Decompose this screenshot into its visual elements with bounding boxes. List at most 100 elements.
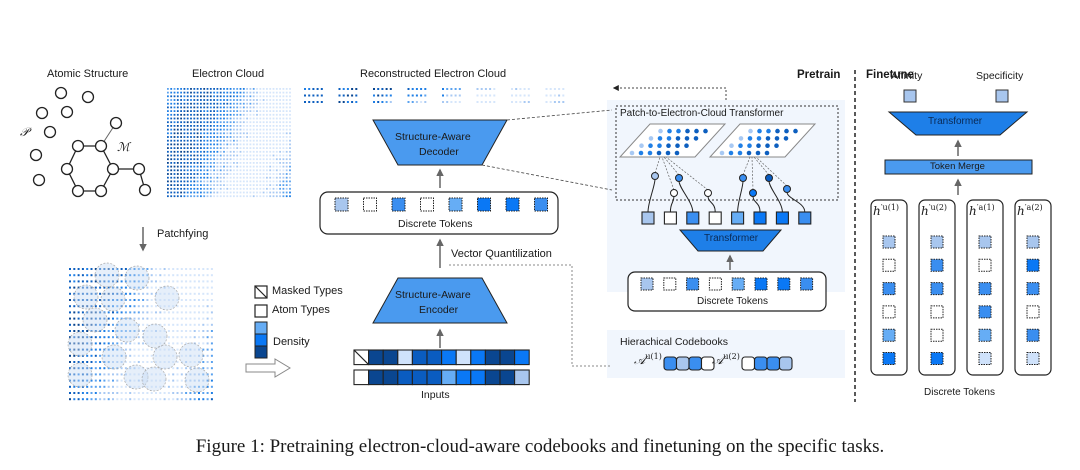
patched-dot: [69, 292, 71, 295]
cloud-dot: [216, 187, 219, 190]
patched-dot: [180, 398, 183, 401]
plane-dot: [648, 143, 653, 148]
column-token: [882, 328, 896, 342]
patched-dot: [77, 330, 80, 332]
patched-dot: [137, 336, 140, 339]
cloud-dot: [262, 88, 265, 90]
recon-dot: [545, 94, 548, 97]
plane-dot: [665, 150, 671, 156]
input-token-row2: [499, 369, 516, 386]
patched-dot: [206, 342, 209, 345]
cloud-dot: [275, 110, 278, 112]
atom-node: [138, 183, 152, 197]
cloud-dot: [269, 184, 272, 186]
patched-dot: [210, 280, 213, 283]
patched-dot: [155, 330, 157, 332]
patched-dot: [202, 361, 205, 363]
patched-dot: [137, 280, 140, 283]
cloud-dot: [193, 139, 196, 142]
plane-dot: [747, 143, 752, 148]
cloud-dot: [216, 162, 219, 164]
cloud-dot: [180, 88, 182, 90]
cloud-dot: [249, 95, 252, 98]
legend-density-light: [254, 321, 268, 335]
cloud-dot: [200, 128, 202, 131]
cloud-dot: [236, 147, 239, 149]
patched-dot: [120, 317, 123, 320]
cloud-dot: [246, 147, 248, 149]
cloud-dot: [176, 191, 179, 194]
cloud-dot: [216, 180, 219, 183]
patched-dot: [150, 361, 153, 363]
cloud-dot: [272, 132, 275, 135]
cloud-dot: [183, 165, 186, 168]
patched-dot: [159, 373, 162, 376]
electron-node: [783, 185, 791, 193]
plane-connector: [753, 156, 770, 176]
cloud-dot: [266, 102, 268, 105]
patched-dot: [133, 392, 136, 394]
recon-dot: [562, 94, 565, 97]
cloud-dot: [256, 136, 258, 138]
cloud-dot: [200, 191, 202, 194]
cloud-dot: [246, 110, 248, 112]
cloud-dot: [285, 187, 288, 190]
cloud-dot: [223, 91, 225, 94]
cloud-dot: [170, 99, 173, 101]
patched-dot: [116, 268, 119, 270]
cloud-dot: [279, 162, 281, 164]
patched-dot: [206, 292, 209, 295]
patched-dot: [90, 348, 93, 351]
input-token-row2: [441, 369, 457, 386]
plane-dot: [656, 150, 662, 156]
cloud-dot: [176, 95, 179, 98]
cloud-dot: [239, 121, 242, 124]
patched-dot: [129, 305, 132, 308]
patched-dot: [142, 317, 145, 320]
patched-dot: [81, 348, 84, 351]
patched-dot: [69, 385, 71, 388]
dashed-zoom-line-top: [506, 109, 613, 121]
cloud-dot: [249, 147, 252, 149]
patched-dot: [133, 317, 136, 320]
cloud-dot: [170, 187, 173, 190]
cloud-dot: [256, 102, 258, 105]
patched-dot: [103, 323, 106, 326]
cloud-dot: [206, 106, 209, 109]
patched-dot: [155, 336, 157, 339]
cloud-dot: [289, 150, 291, 153]
cloud-dot: [246, 113, 248, 116]
cloud-dot: [266, 165, 268, 168]
plane-dot: [783, 136, 789, 141]
cloud-dot: [206, 195, 209, 198]
patched-dot: [202, 274, 205, 277]
cloud-dot: [203, 139, 206, 142]
dashed-zoom-line-bottom: [481, 164, 613, 191]
electron-cloud-plane: [618, 123, 727, 158]
patched-dot: [129, 280, 132, 283]
atom-node: [81, 90, 95, 104]
input-token-row1: [426, 349, 443, 366]
patched-dot: [202, 299, 205, 301]
cloud-dot: [239, 117, 242, 120]
column-token: [978, 258, 992, 272]
legend-density: Density: [273, 336, 310, 348]
patched-dot: [150, 305, 153, 308]
cloud-dot: [259, 132, 262, 135]
cloud-dot: [196, 173, 199, 175]
cloud-dot: [239, 102, 242, 105]
patched-dot: [180, 379, 183, 382]
patched-dot: [107, 286, 110, 289]
patched-dot: [124, 317, 127, 320]
patched-dot: [107, 379, 110, 382]
atom-node: [106, 162, 120, 176]
cloud-dot: [242, 176, 245, 179]
patched-dot: [172, 348, 175, 351]
patched-dot: [120, 299, 123, 301]
token-connector: [768, 180, 783, 213]
cloud-dot: [262, 102, 265, 105]
patched-dot: [210, 379, 213, 382]
cloud-dot: [239, 88, 242, 90]
cloud-dot: [239, 99, 242, 101]
patched-dot: [167, 348, 170, 351]
